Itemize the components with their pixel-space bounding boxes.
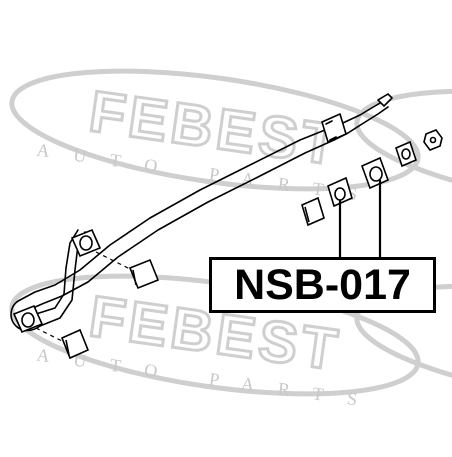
bushing-right-a [301,196,325,227]
part-number-label: NSB-017 [209,257,436,313]
stabilizer-bar [10,93,393,332]
bushing-right-b [327,176,353,208]
bushing-left-upper [70,228,102,258]
nut-right [423,129,443,151]
loose-bushing-bottom-left [60,328,90,360]
label-leader-lines [338,180,382,258]
loose-bushing-mid-left [128,258,160,290]
watermark-logo-top: FEBEST AUTO PARTS [4,50,425,212]
bushing-left-lower [12,304,44,334]
bushing-right-d [395,140,417,168]
bushing-right-c [360,156,390,190]
part-number-text: NSB-017 [234,260,411,309]
exploded-view-dashes [35,251,133,343]
